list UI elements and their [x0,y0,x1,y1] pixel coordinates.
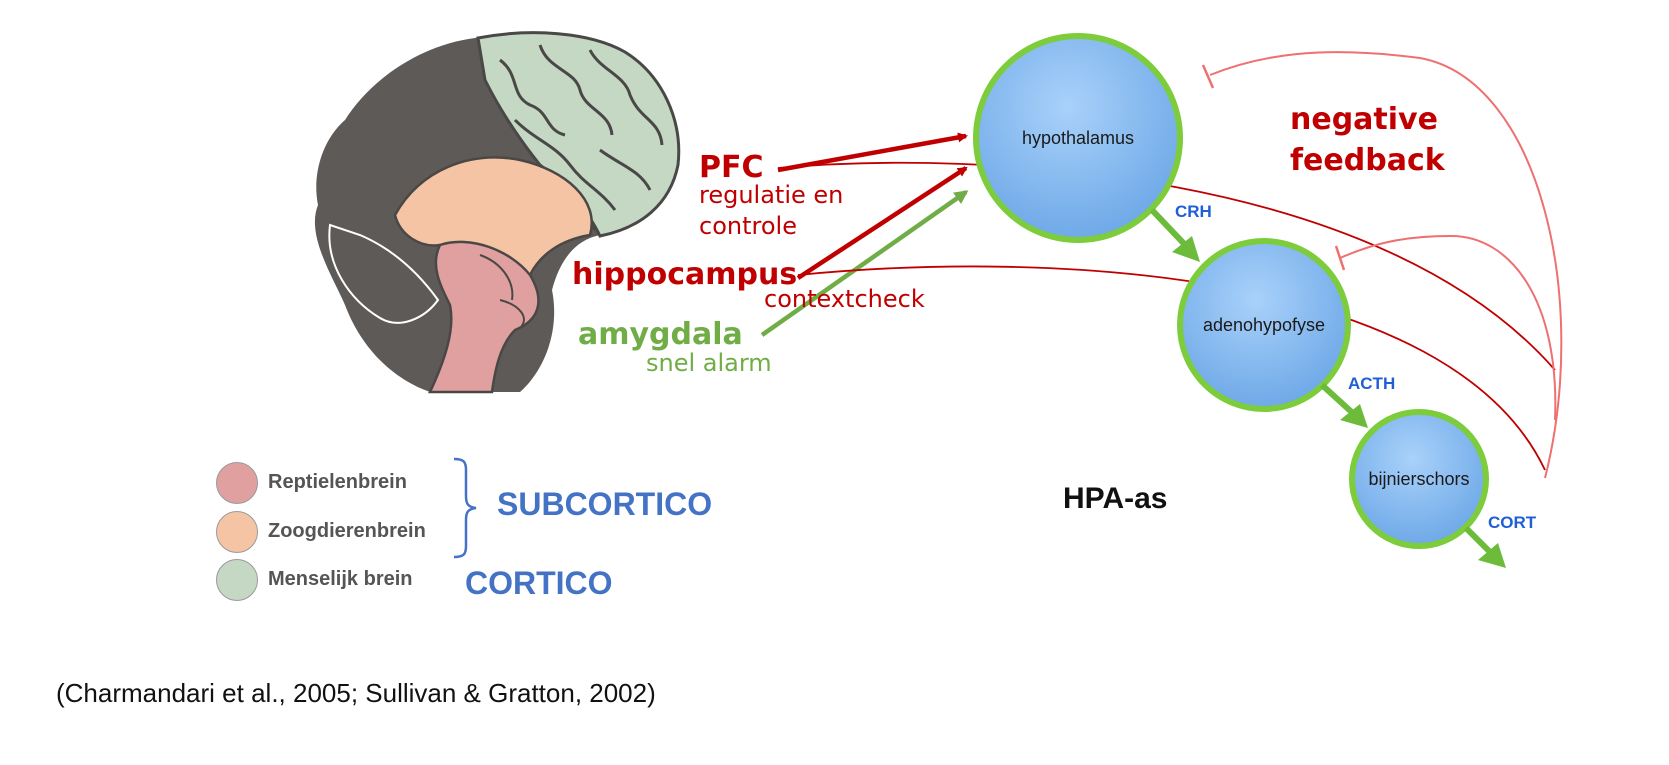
feedback-inhibit-bar-1 [1201,64,1215,89]
citation: (Charmandari et al., 2005; Sullivan & Gr… [56,678,656,708]
legend-label-human: Menselijk brein [268,568,413,590]
crh-label: CRH [1175,202,1212,221]
feedback-arc-hypothalamus [1209,51,1563,479]
feedback-inhibit-bar-2 [1334,245,1346,271]
hippocampus-arrow [796,166,968,280]
subcortico-brace [453,457,477,559]
pfc-label: PFC [699,150,764,185]
hpa-node-adenohypofyse [1177,238,1351,412]
hpa-node-hypothalamus [973,33,1183,243]
hpa-title: HPA-as [1063,482,1168,515]
legend-label-mammal: Zoogdierenbrein [268,520,426,542]
hippocampus-label: hippocampus [572,257,798,292]
hpa-chain-arrows [1149,207,1506,568]
amygdala-label: amygdala [578,317,743,352]
amygdala-role: snel alarm [646,349,772,377]
brain-reptile-region [428,240,540,394]
acth-arrow [1319,382,1359,419]
brain-human-region [476,31,681,238]
hpa-node-bijnierschors [1349,409,1489,549]
hippocampus-role: contextcheck [764,285,925,313]
bijnierschors-label: bijnierschors [1368,469,1470,489]
cort-label: CORT [1488,513,1537,532]
feedback-arc-adenohypofyse [1339,234,1557,421]
legend-swatch-human [216,559,258,601]
legend-swatch-reptile [216,462,258,504]
pfc-role: regulatie en controle [699,181,844,241]
pfc-feedback-curve [777,161,1556,371]
subcortico-label: SUBCORTICO [497,486,713,522]
acth-arrowhead [1340,404,1368,428]
legend-label-reptile: Reptielenbrein [268,471,407,493]
acth-label: ACTH [1348,374,1396,393]
hypothalamus-label: hypothalamus [1021,128,1135,148]
brain-inner-fold [479,254,514,301]
crh-arrowhead [1172,236,1200,262]
amygdala-arrow [760,190,969,337]
cortico-label: CORTICO [465,565,613,601]
brain-illustration [314,31,681,394]
pfc-arrow [777,132,968,173]
cort-arrowhead [1478,543,1506,568]
legend-swatch-mammal [216,511,258,553]
brain-gyri [499,44,664,231]
negative-feedback-label: negative feedback [1290,102,1445,178]
adenohypofyse-label: adenohypofyse [1202,315,1326,335]
brain-inner-fold [499,299,525,329]
brain-cerebellum [328,223,440,324]
